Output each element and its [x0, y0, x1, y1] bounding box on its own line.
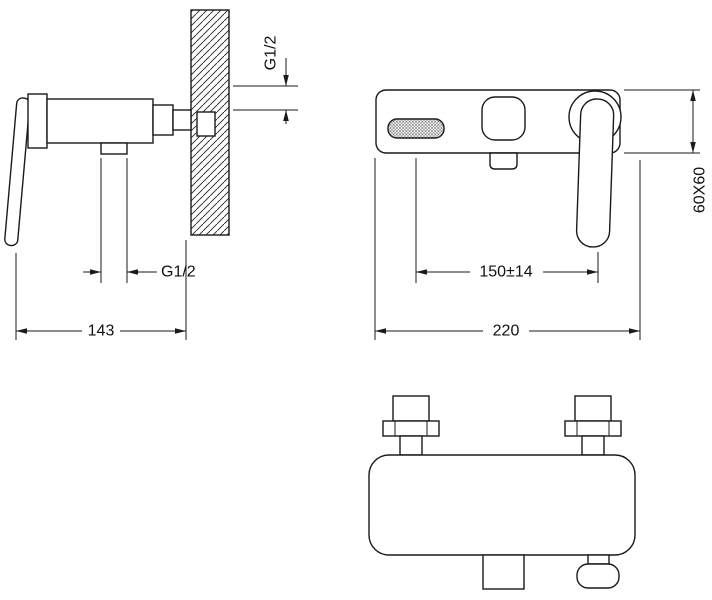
arrowhead: [175, 328, 186, 334]
inlet-center-distance-label: 150±14: [479, 264, 532, 281]
arrowhead: [283, 110, 289, 121]
arrowhead: [127, 269, 138, 275]
arrowhead: [16, 328, 27, 334]
dim-143: 143: [15, 240, 187, 340]
arrowhead: [416, 269, 427, 275]
wall-thread-label: G1/2: [263, 36, 280, 71]
mixer-body-top: [368, 454, 636, 556]
dim-220: 220: [374, 158, 641, 340]
arrowhead: [690, 90, 696, 101]
arrowhead: [283, 75, 289, 86]
dim-outlet-thread: G1/2: [83, 158, 196, 283]
aerator-grille: [387, 118, 445, 139]
arrowhead: [375, 328, 386, 334]
dim-150: 150±14: [415, 158, 599, 283]
handle-end-top: [576, 563, 620, 589]
right-inlet-neck: [581, 435, 605, 456]
side-depth-label: 143: [88, 323, 115, 340]
outlet-thread-label: G1/2: [161, 264, 196, 281]
arrowhead: [90, 269, 101, 275]
outlet-nub-side: [100, 142, 128, 155]
right-inlet-nut: [564, 420, 622, 437]
valve-body-side: [46, 98, 154, 144]
wall-thread-square: [196, 111, 216, 137]
wall-connector-pipe: [172, 109, 192, 131]
valve-cap-side: [27, 93, 48, 149]
left-inlet-neck: [399, 435, 423, 456]
arrowhead: [690, 142, 696, 153]
handle-neck-top: [587, 554, 610, 565]
arrowhead: [629, 328, 640, 334]
right-inlet-fitting: [574, 395, 612, 422]
arrowhead: [587, 269, 598, 275]
dim-60x60: 60X60: [624, 89, 709, 213]
handle-lever-side: [4, 97, 31, 247]
side-view: [4, 9, 230, 247]
bottom-outlet-front: [489, 152, 518, 170]
diverter-knob: [481, 96, 526, 141]
dimensions: G1/2 G1/2 143: [15, 36, 709, 340]
top-view: [368, 395, 636, 590]
total-width-label: 220: [493, 323, 520, 340]
body-cross-section-label: 60X60: [692, 167, 709, 213]
left-inlet-nut: [382, 420, 440, 437]
handle-lever-front: [575, 98, 615, 248]
dim-wall-thread: G1/2: [233, 36, 298, 124]
bottom-outlet-top: [482, 554, 525, 590]
front-view: [375, 89, 622, 248]
wall-connector-flange: [152, 104, 174, 136]
left-inlet-fitting: [392, 395, 430, 422]
